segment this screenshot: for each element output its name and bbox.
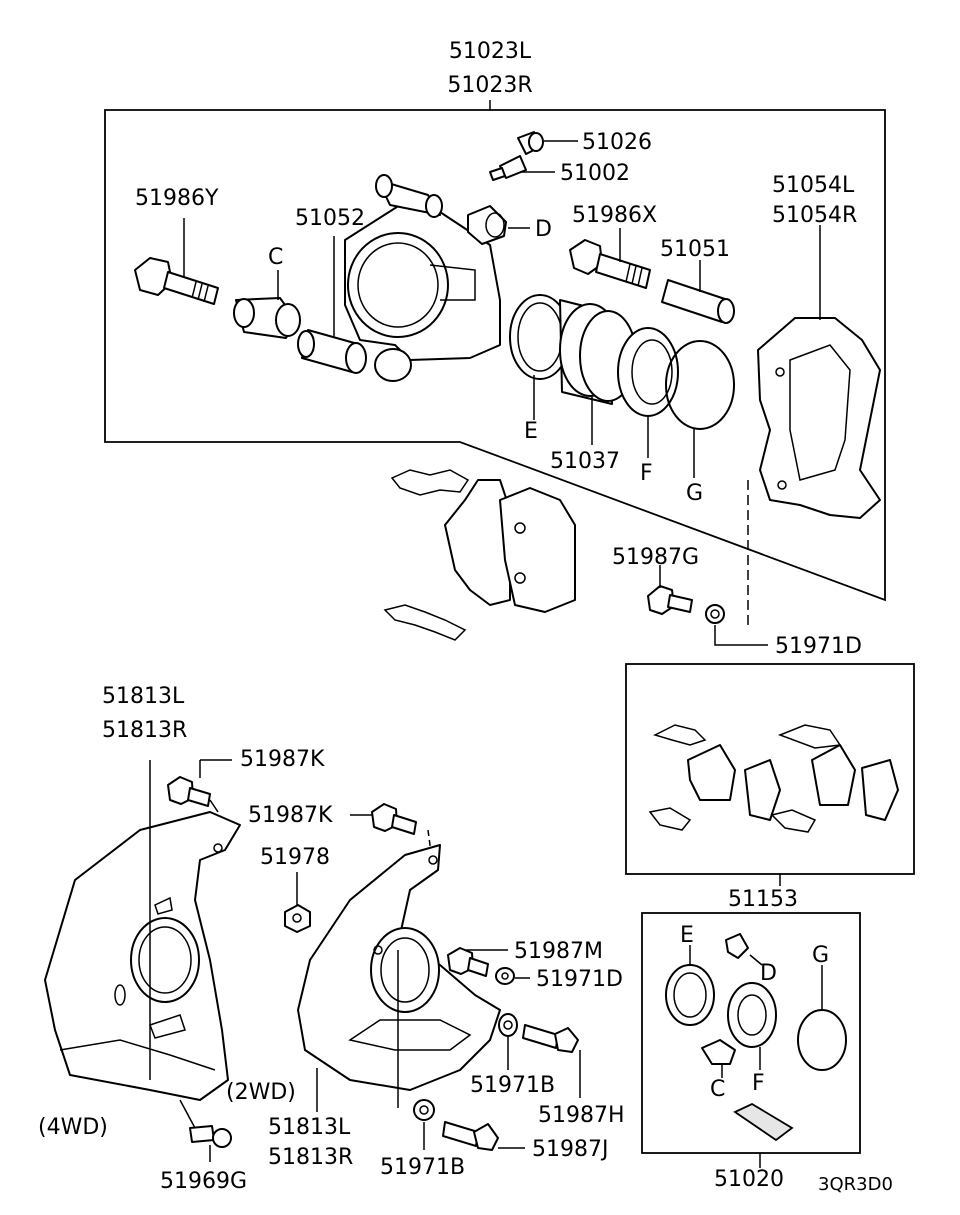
bolt-51986x <box>569 239 651 289</box>
label-51813r-4wd: 51813R <box>102 718 187 743</box>
label-51023r: 51023R <box>447 73 532 98</box>
label-51020: 51020 <box>714 1167 784 1192</box>
label-51023l: 51023L <box>449 39 532 64</box>
label-51971d-mid: 51971D <box>536 967 623 992</box>
label-51987k-left: 51987K <box>240 747 325 772</box>
washer-51971d-top <box>705 604 725 624</box>
nut-51978 <box>284 904 311 933</box>
label-51986y: 51986Y <box>135 186 219 211</box>
label-kit-g: G <box>812 943 829 968</box>
label-51052: 51052 <box>295 206 365 231</box>
screw-51969g <box>189 1125 232 1148</box>
label-2wd: (2WD) <box>226 1080 296 1105</box>
torque-plate <box>757 317 881 519</box>
label-e-top: E <box>524 419 538 444</box>
leader-kit-d <box>749 954 763 966</box>
label-51026: 51026 <box>582 130 652 155</box>
caliper-assembly-frame <box>104 109 886 602</box>
caliper-body <box>344 174 501 382</box>
label-51987k-mid: 51987K <box>248 803 333 828</box>
seal-kit-contents <box>665 933 847 1142</box>
label-51813l-2wd: 51813L <box>268 1115 351 1140</box>
brake-pads-top <box>444 479 576 613</box>
pad-kit-frame <box>625 663 915 875</box>
label-51978: 51978 <box>260 845 330 870</box>
dust-shield-4wd <box>44 811 241 1101</box>
label-kit-f: F <box>752 1071 765 1096</box>
label-c-top: C <box>268 245 283 270</box>
clips-top <box>383 469 470 641</box>
label-51987g: 51987G <box>612 545 699 570</box>
label-51987m: 51987M <box>514 939 603 964</box>
label-d-top: D <box>535 217 552 242</box>
washer-51971b-bot <box>413 1099 435 1121</box>
boot-d <box>467 205 507 245</box>
cylinder-51052 <box>297 329 367 374</box>
bolt-51987k-left <box>167 776 211 807</box>
label-51971b-mid: 51971B <box>470 1073 555 1098</box>
label-f-top: F <box>640 461 653 486</box>
leader-51971d-top <box>714 625 768 646</box>
label-51813l-4wd: 51813L <box>102 684 185 709</box>
label-51054l: 51054L <box>772 173 855 198</box>
label-51037: 51037 <box>550 449 620 474</box>
label-51987j: 51987J <box>532 1137 608 1162</box>
label-51153: 51153 <box>728 887 798 912</box>
label-diagram-code: 3QR3D0 <box>818 1174 893 1195</box>
label-51813r-2wd: 51813R <box>268 1145 353 1170</box>
bleeder-cap <box>517 131 544 155</box>
bolt-51987g <box>647 585 693 615</box>
label-51051: 51051 <box>660 237 730 262</box>
label-51969g: 51969G <box>160 1169 247 1194</box>
bolt-51987k-mid <box>371 803 417 835</box>
label-51054r: 51054R <box>772 203 857 228</box>
label-51002: 51002 <box>560 161 630 186</box>
leader-51969g <box>179 1099 196 1129</box>
washer-51971b-mid <box>498 1013 518 1037</box>
leader-51987k-left <box>199 760 219 813</box>
washer-51971d-mid <box>495 967 515 985</box>
label-51971d-top: 51971D <box>775 634 862 659</box>
label-51986x: 51986X <box>572 203 657 228</box>
bleeder-screw <box>489 155 527 181</box>
label-kit-c: C <box>710 1077 725 1102</box>
bolt-51987h <box>522 1024 579 1053</box>
pad-kit-contents <box>648 724 899 833</box>
bushing-c-top <box>233 297 301 339</box>
bolt-51986y <box>134 257 219 305</box>
label-kit-d: D <box>760 961 777 986</box>
pin-51051 <box>661 279 735 324</box>
label-51971b-bot: 51971B <box>380 1155 465 1180</box>
boot-f <box>617 327 679 417</box>
dust-shield-2wd <box>297 844 501 1091</box>
label-51987h: 51987H <box>538 1103 625 1128</box>
label-4wd: (4WD) <box>38 1115 108 1140</box>
label-kit-e: E <box>680 923 694 948</box>
seal-kit-frame <box>641 912 861 1154</box>
bolt-51987j <box>442 1121 499 1151</box>
label-g-top: G <box>686 481 703 506</box>
ring-g <box>665 340 735 430</box>
bolt-51987m <box>447 947 489 977</box>
